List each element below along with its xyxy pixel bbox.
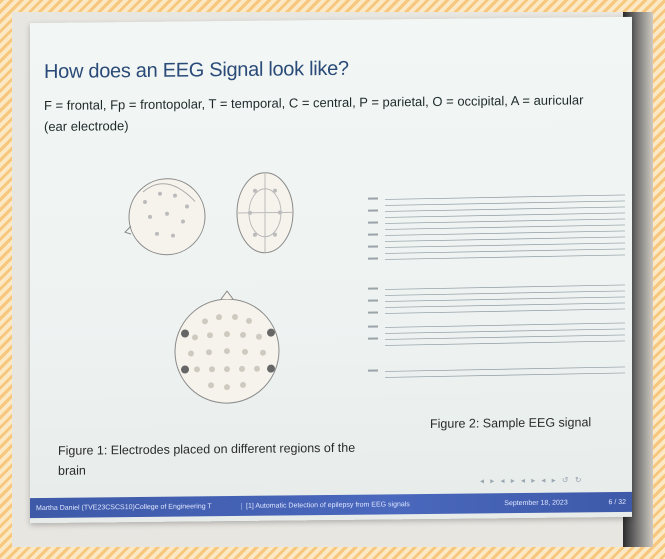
footer-author: Martha Daniel (TVE23CSCS10)College of En…	[36, 502, 212, 512]
eeg-signal-plot	[368, 194, 626, 378]
projected-slide: How does an EEG Signal look like? F = fr…	[30, 16, 632, 524]
footer-talk-title: [1] Automatic Detection of epilepsy from…	[241, 499, 476, 510]
footer-page: 6 / 32	[608, 498, 626, 506]
figure-2-caption: Figure 2: Sample EEG signal	[430, 415, 592, 431]
electrode-diagram	[124, 172, 294, 404]
slide-description: F = frontal, Fp = frontopolar, T = tempo…	[44, 92, 584, 135]
beamer-nav-icons: ◂ ▸ ◂ ▸ ◂ ▸ ◂ ▸ ↺ ↻	[480, 475, 584, 486]
slide-footer: Martha Daniel (TVE23CSCS10)College of En…	[30, 491, 632, 519]
slide-title: How does an EEG Signal look like?	[44, 57, 349, 84]
photo: How does an EEG Signal look like? F = fr…	[12, 12, 653, 547]
side-head	[128, 178, 206, 256]
figure-1-caption: Figure 1: Electrodes placed on different…	[58, 440, 356, 478]
footer-date: September 18, 2023	[504, 499, 568, 507]
